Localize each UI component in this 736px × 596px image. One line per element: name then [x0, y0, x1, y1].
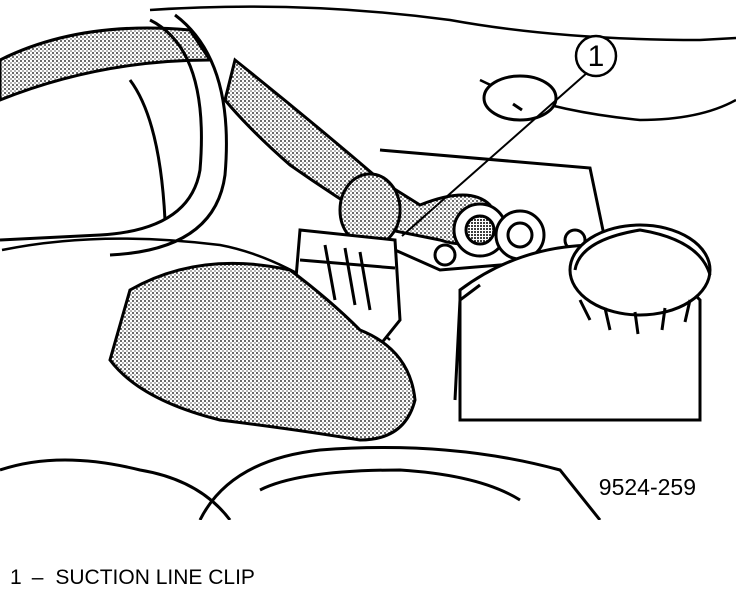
reservoir: [453, 223, 712, 422]
legend-item-number: 1: [10, 566, 22, 589]
callout-circle: [574, 34, 618, 78]
upper-hose: [0, 26, 213, 102]
callout-leader: [401, 71, 589, 237]
legend: 1–SUCTION LINE CLIP: [10, 566, 255, 590]
reservoir-cap-top: [482, 74, 558, 122]
figure-id: 9524-259: [598, 474, 696, 500]
legend-item-separator: –: [31, 566, 44, 589]
callout-number: 1: [588, 40, 605, 73]
legend-item-label: SUCTION LINE CLIP: [55, 566, 255, 589]
lower-tray: [0, 446, 602, 520]
tube-bundle: [0, 13, 228, 257]
engine-bay-illustration: 1: [0, 5, 736, 520]
hand: [108, 261, 417, 442]
